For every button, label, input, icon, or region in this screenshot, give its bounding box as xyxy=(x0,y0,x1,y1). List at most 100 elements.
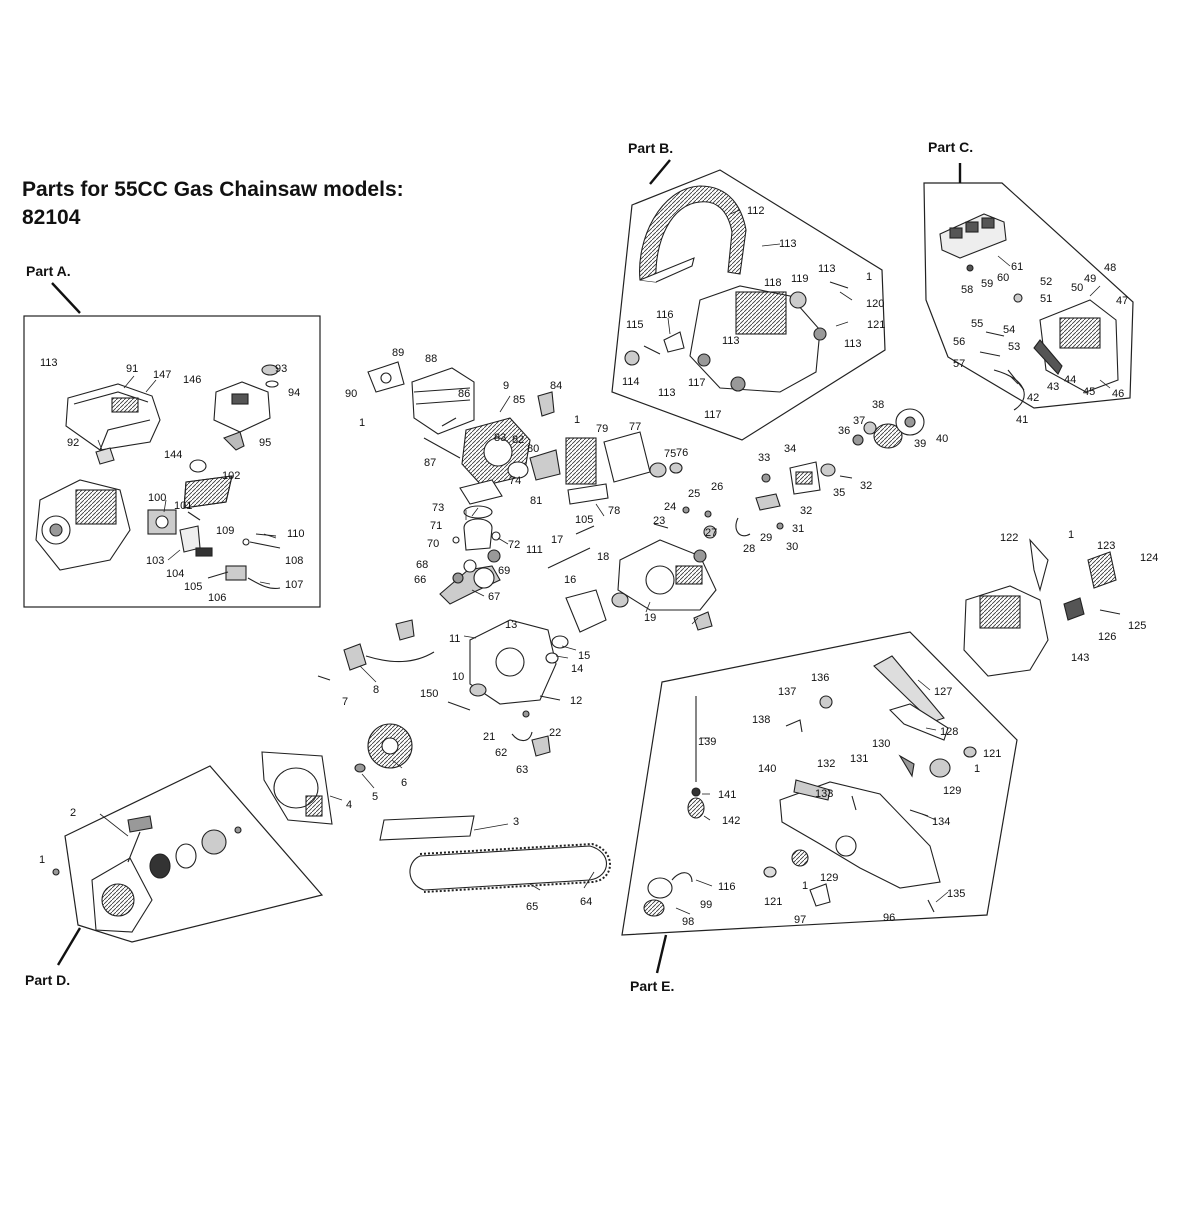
callout-126: 126 xyxy=(1098,631,1116,643)
callout-78: 78 xyxy=(608,505,620,517)
callout-51: 51 xyxy=(1040,293,1052,305)
callout-17: 17 xyxy=(551,534,563,546)
callout-107: 107 xyxy=(285,579,303,591)
callout-1: 1 xyxy=(1068,529,1074,541)
part-e-box xyxy=(621,631,1018,936)
part-c-label: Part C. xyxy=(928,139,974,155)
callout-134: 134 xyxy=(932,816,950,828)
title-line-2: 82104 xyxy=(22,206,81,229)
callout-46: 46 xyxy=(1112,388,1124,400)
callout-129: 129 xyxy=(943,785,961,797)
part-c-box xyxy=(923,182,1134,409)
callout-49: 49 xyxy=(1084,273,1096,285)
part-d-box xyxy=(64,765,324,943)
callout-3: 3 xyxy=(513,816,519,828)
callout-111: 111 xyxy=(526,544,543,556)
callout-102: 102 xyxy=(222,470,240,482)
callout-33: 33 xyxy=(758,452,770,464)
callout-1: 1 xyxy=(974,763,980,775)
callout-50: 50 xyxy=(1071,282,1083,294)
callout-85: 85 xyxy=(513,394,525,406)
part-a-box xyxy=(23,315,321,608)
callout-103: 103 xyxy=(146,555,164,567)
callout-106: 106 xyxy=(208,592,226,604)
part-b-components xyxy=(624,185,849,393)
callout-48: 48 xyxy=(1104,262,1116,274)
callout-75: 75 xyxy=(664,448,676,460)
callout-73: 73 xyxy=(432,502,444,514)
callout-54: 54 xyxy=(1003,324,1015,336)
part-d-label: Part D. xyxy=(25,972,71,988)
callout-34: 34 xyxy=(784,443,796,455)
callout-98: 98 xyxy=(682,916,694,928)
callout-1: 1 xyxy=(866,271,872,283)
callout-1: 1 xyxy=(802,880,808,892)
part-b-box xyxy=(611,169,886,441)
callout-117: 117 xyxy=(688,377,706,389)
callout-108: 108 xyxy=(285,555,303,567)
callout-113: 113 xyxy=(779,238,797,250)
callout-14: 14 xyxy=(571,663,583,675)
callout-140: 140 xyxy=(758,763,776,775)
part-a-components xyxy=(35,364,281,590)
callout-38: 38 xyxy=(872,399,884,411)
callout-72: 72 xyxy=(508,539,520,551)
callout-93: 93 xyxy=(275,363,287,375)
callout-88: 88 xyxy=(425,353,437,365)
callout-135: 135 xyxy=(947,888,965,900)
callout-89: 89 xyxy=(392,347,404,359)
callout-77: 77 xyxy=(629,421,641,433)
callout-62: 62 xyxy=(495,747,507,759)
callout-22: 22 xyxy=(549,727,561,739)
callout-63: 63 xyxy=(516,764,528,776)
callout-84: 84 xyxy=(550,380,562,392)
callout-71: 71 xyxy=(430,520,442,532)
callout-64: 64 xyxy=(580,896,592,908)
callout-97: 97 xyxy=(794,914,806,926)
callout-58: 58 xyxy=(961,284,973,296)
callout-37: 37 xyxy=(853,415,865,427)
callout-94: 94 xyxy=(288,387,300,399)
callout-123: 123 xyxy=(1097,540,1115,552)
callout-56: 56 xyxy=(953,336,965,348)
callout-128: 128 xyxy=(940,726,958,738)
center-components xyxy=(261,361,717,893)
callout-92: 92 xyxy=(67,437,79,449)
callout-65: 65 xyxy=(526,901,538,913)
callout-132: 132 xyxy=(817,758,835,770)
callout-1: 1 xyxy=(39,854,45,866)
callout-52: 52 xyxy=(1040,276,1052,288)
callout-15: 15 xyxy=(578,650,590,662)
callout-39: 39 xyxy=(914,438,926,450)
callout-121: 121 xyxy=(983,748,1001,760)
callout-121: 121 xyxy=(764,896,782,908)
callout-16: 16 xyxy=(564,574,576,586)
callout-105: 105 xyxy=(575,514,593,526)
callout-24: 24 xyxy=(664,501,676,513)
callout-81: 81 xyxy=(530,495,542,507)
callout-44: 44 xyxy=(1064,374,1076,386)
callout-30: 30 xyxy=(786,541,798,553)
callout-27: 27 xyxy=(705,527,717,539)
callout-127: 127 xyxy=(934,686,952,698)
callout-96: 96 xyxy=(883,912,895,924)
callout-95: 95 xyxy=(259,437,271,449)
callout-101: 101 xyxy=(174,500,192,512)
callout-66: 66 xyxy=(414,574,426,586)
part-e-label: Part E. xyxy=(630,978,675,994)
callout-113: 113 xyxy=(818,263,836,275)
callout-113: 113 xyxy=(722,335,740,347)
callout-13: 13 xyxy=(505,619,517,631)
callout-29: 29 xyxy=(760,532,772,544)
callout-32: 32 xyxy=(860,480,872,492)
callout-100: 100 xyxy=(148,492,166,504)
callout-76: 76 xyxy=(676,447,688,459)
callout-116: 116 xyxy=(718,881,736,893)
callout-121: 121 xyxy=(867,319,885,331)
callout-5: 5 xyxy=(372,791,378,803)
callout-12: 12 xyxy=(570,695,582,707)
callout-136: 136 xyxy=(811,672,829,684)
callout-147: 147 xyxy=(153,369,171,381)
callout-144: 144 xyxy=(164,449,182,461)
